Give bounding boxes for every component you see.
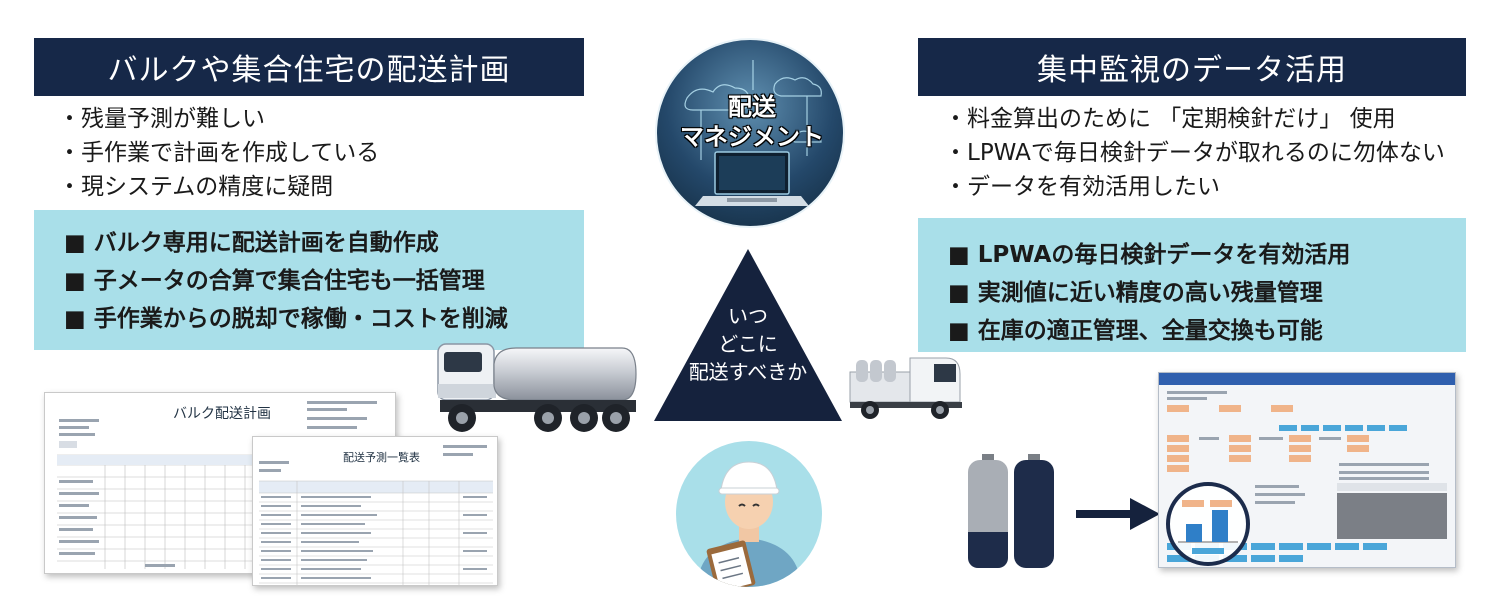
left-issue-list: ・残量予測が難しい ・手作業で計画を作成している ・現システムの精度に疑問	[58, 102, 379, 204]
gas-cylinder-icon	[1014, 454, 1054, 568]
right-solution-item: ■ 在庫の適正管理、全量交換も可能	[948, 318, 1323, 344]
document-table-graphic	[259, 445, 493, 585]
delivery-management-title: 配送 マネジメント	[657, 92, 843, 152]
left-issue-item: ・残量予測が難しい	[58, 106, 265, 132]
left-solution-item: ■ バルク専用に配送計画を自動作成	[64, 230, 439, 256]
triangle-text-line: いつ	[728, 304, 768, 328]
left-issue-item: ・現システムの精度に疑問	[58, 174, 334, 200]
circle-title-line: マネジメント	[680, 123, 824, 151]
gas-cylinder-icon	[968, 454, 1008, 568]
screen-content-graphic	[1167, 391, 1447, 562]
delivery-forecast-title: 配送予測一覧表	[343, 451, 420, 464]
delivery-plan-title: バルク配送計画	[173, 406, 271, 422]
triangle-text-line: どこに	[718, 332, 778, 356]
question-triangle	[654, 249, 842, 421]
screen-title-bar	[1159, 373, 1455, 385]
right-issue-item: ・料金算出のために 「定期検針だけ」 使用	[944, 106, 1396, 132]
left-banner-title: バルクや集合住宅の配送計画	[34, 38, 584, 96]
left-solution-box: ■ バルク専用に配送計画を自動作成 ■ 子メータの合算で集合住宅も一括管理 ■ …	[34, 210, 584, 350]
triangle-question-text: いつ どこに 配送すべきか	[652, 302, 844, 386]
right-issue-item: ・LPWAで毎日検針データが取れるのに勿体ない	[944, 140, 1445, 166]
right-solution-item: ■ 実測値に近い精度の高い残量管理	[948, 280, 1323, 306]
right-issue-item: ・データを有効活用したい	[944, 174, 1220, 200]
right-solution-item: ■ LPWAの毎日検針データを有効活用	[948, 242, 1351, 268]
right-banner-title: 集中監視のデータ活用	[918, 38, 1466, 96]
left-solution-item: ■ 子メータの合算で集合住宅も一括管理	[64, 268, 485, 294]
right-issue-list: ・料金算出のために 「定期検針だけ」 使用 ・LPWAで毎日検針データが取れるの…	[944, 102, 1445, 204]
right-solution-box: ■ LPWAの毎日検針データを有効活用 ■ 実測値に近い精度の高い残量管理 ■ …	[918, 218, 1466, 352]
worker-clipboard-icon	[676, 441, 822, 587]
delivery-forecast-document: 配送予測一覧表	[252, 436, 498, 586]
tanker-truck-icon	[437, 343, 637, 432]
laptop-cloud-icon	[684, 60, 822, 206]
arrow-right-icon	[1076, 498, 1160, 530]
bar-chart-icon	[1178, 500, 1238, 554]
left-solution-item: ■ 手作業からの脱却で稼働・コストを削減	[64, 306, 508, 332]
magnifier-lens	[1166, 482, 1250, 566]
circle-title-line: 配送	[728, 93, 776, 121]
left-issue-item: ・手作業で計画を作成している	[58, 140, 380, 166]
cylinder-truck-icon	[849, 357, 962, 419]
triangle-text-line: 配送すべきか	[688, 360, 808, 384]
delivery-management-circle: 配送 マネジメント	[655, 38, 845, 228]
